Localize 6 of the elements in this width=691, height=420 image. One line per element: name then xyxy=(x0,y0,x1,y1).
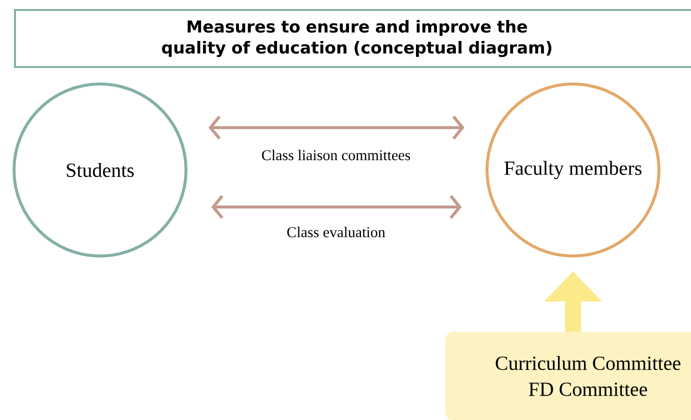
title-box: Measures to ensure and improve the quality of education (conceptual diagram) xyxy=(14,9,691,68)
edge-label: Class liaison committees xyxy=(260,148,412,162)
committee-box: Curriculum Committee FD Committee xyxy=(445,332,691,420)
double-arrow xyxy=(211,195,462,219)
double-arrow xyxy=(208,116,464,140)
edge-label: Class evaluation xyxy=(286,226,386,238)
